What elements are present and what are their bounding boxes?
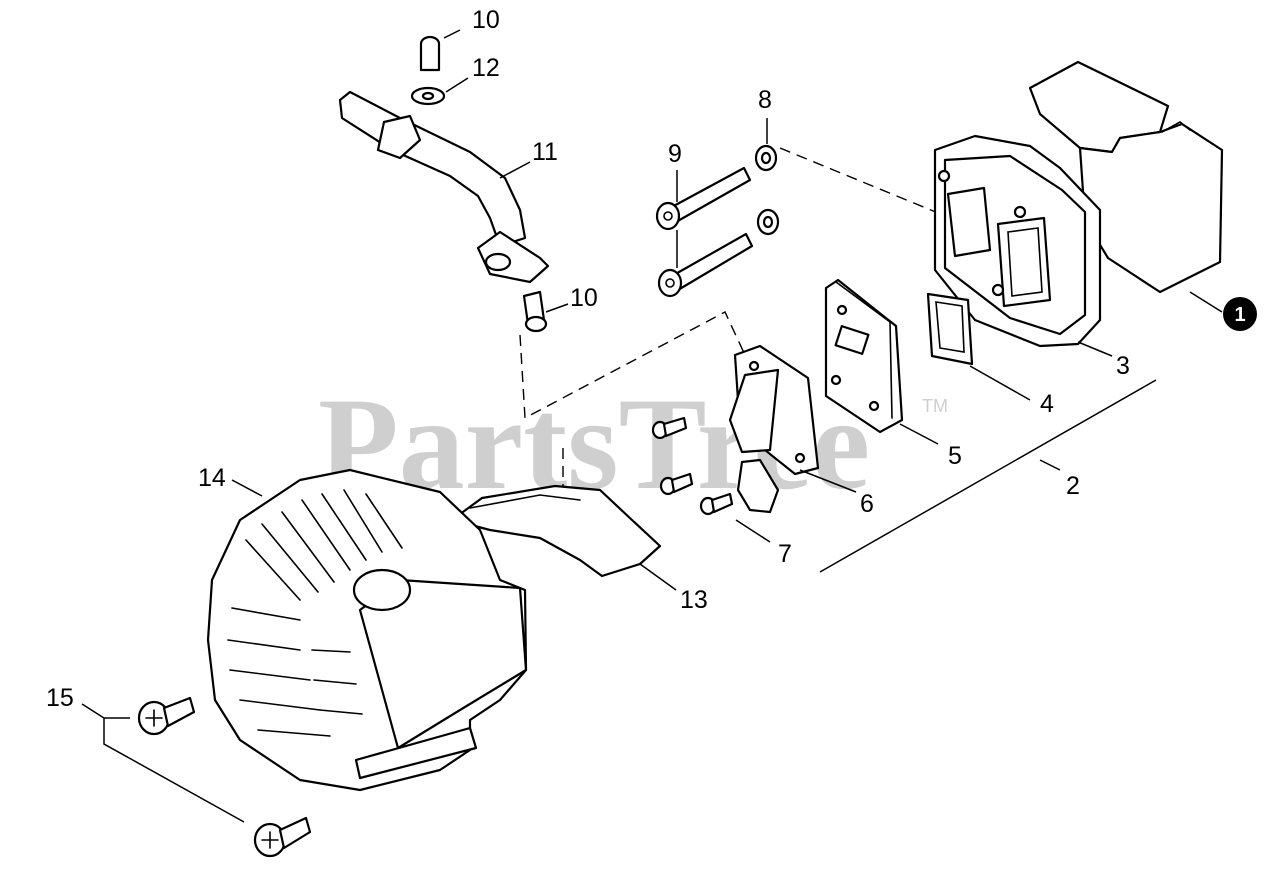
assembly-badge[interactable]: 1 bbox=[1223, 297, 1257, 331]
callout-2[interactable]: 2 bbox=[1066, 472, 1080, 500]
callout-11[interactable]: 11 bbox=[532, 138, 558, 166]
exhaust-duct[interactable] bbox=[450, 484, 662, 578]
long-bolt[interactable] bbox=[657, 232, 754, 298]
spark-arrestor-screen[interactable] bbox=[736, 458, 780, 514]
cover-screw[interactable] bbox=[253, 816, 312, 858]
small-screw[interactable] bbox=[699, 492, 734, 516]
small-screws-set[interactable] bbox=[651, 416, 780, 516]
heat-shield-cover[interactable] bbox=[1028, 60, 1224, 294]
washer[interactable] bbox=[754, 144, 778, 172]
callout-9[interactable]: 9 bbox=[668, 140, 682, 168]
callout-4[interactable]: 4 bbox=[1040, 390, 1054, 418]
assembly-badge-number: 1 bbox=[1234, 304, 1245, 326]
callout-3[interactable]: 3 bbox=[1116, 352, 1130, 380]
cylinder-cover[interactable] bbox=[206, 468, 528, 792]
callout-labels: 10 12 11 8 9 10 3 4 5 2 6 7 13 14 15 bbox=[46, 6, 1130, 712]
washer[interactable] bbox=[756, 208, 780, 236]
callout-14[interactable]: 14 bbox=[198, 464, 226, 492]
callout-6[interactable]: 6 bbox=[860, 490, 874, 518]
assembly-badge-circle bbox=[1223, 297, 1257, 331]
callout-13[interactable]: 13 bbox=[680, 586, 708, 614]
small-bolt-top[interactable] bbox=[419, 35, 441, 72]
callout-8[interactable]: 8 bbox=[758, 86, 772, 114]
callout-10-top[interactable]: 10 bbox=[472, 6, 500, 34]
callout-leaders bbox=[81, 29, 1223, 823]
muffler-body[interactable] bbox=[933, 134, 1102, 348]
small-screw[interactable] bbox=[651, 416, 688, 440]
callout-15[interactable]: 15 bbox=[46, 684, 74, 712]
small-bolt-lower[interactable] bbox=[522, 290, 548, 333]
cover-screws-set[interactable] bbox=[137, 696, 312, 858]
washers-set[interactable] bbox=[754, 144, 780, 236]
flat-washer[interactable] bbox=[410, 86, 446, 106]
cooling-fins bbox=[227, 489, 403, 737]
muffler-gasket[interactable] bbox=[926, 292, 974, 366]
cover-screw[interactable] bbox=[137, 696, 196, 736]
callout-12[interactable]: 12 bbox=[472, 54, 500, 82]
long-bolts-set[interactable] bbox=[655, 166, 754, 298]
long-bolt[interactable] bbox=[655, 166, 752, 231]
exhaust-deflector-plate[interactable] bbox=[728, 344, 820, 476]
callout-10-lower[interactable]: 10 bbox=[570, 284, 598, 312]
callout-5[interactable]: 5 bbox=[948, 442, 962, 470]
callout-7[interactable]: 7 bbox=[778, 540, 792, 568]
exhaust-pipe[interactable] bbox=[338, 90, 550, 284]
catalyst-plate[interactable] bbox=[824, 278, 904, 434]
watermark-trademark: TM bbox=[922, 396, 948, 416]
small-screw[interactable] bbox=[659, 472, 694, 496]
